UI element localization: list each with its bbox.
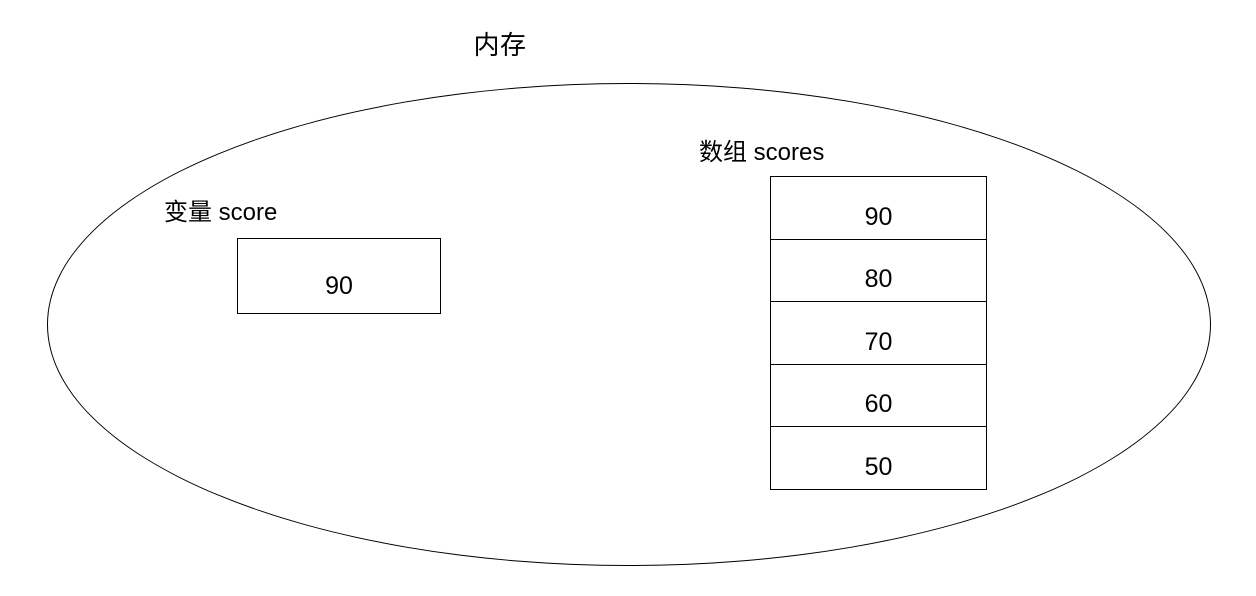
array-cell-value: 60 bbox=[864, 390, 893, 419]
variable-label: 变量 score bbox=[164, 199, 278, 226]
array-cell-value: 50 bbox=[864, 452, 893, 481]
array-cell: 50 bbox=[771, 427, 986, 489]
memory-ellipse bbox=[47, 83, 1211, 566]
array-cell-value: 80 bbox=[864, 265, 893, 294]
array-cell: 70 bbox=[771, 302, 986, 365]
array-box: 90 80 70 60 50 bbox=[770, 176, 987, 490]
array-label: 数组 scores bbox=[699, 139, 825, 166]
page-title: 内存 bbox=[473, 30, 527, 60]
variable-box: 90 bbox=[237, 238, 441, 314]
array-cell: 90 bbox=[771, 177, 986, 240]
array-cell: 60 bbox=[771, 365, 986, 428]
variable-value: 90 bbox=[325, 272, 353, 300]
array-cell-value: 90 bbox=[864, 202, 893, 231]
array-cell: 80 bbox=[771, 240, 986, 303]
array-cell-value: 70 bbox=[864, 327, 893, 356]
